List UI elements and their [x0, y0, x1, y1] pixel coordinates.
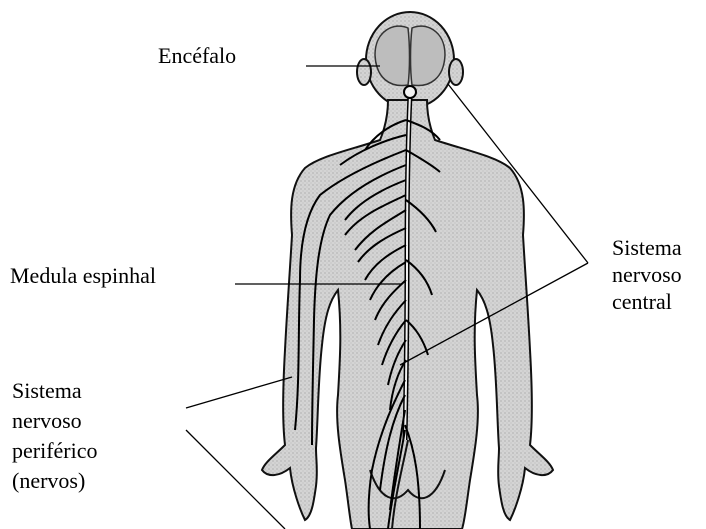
- snp-line-4: (nervos): [12, 466, 98, 496]
- snp-line-2: nervoso: [12, 406, 98, 436]
- snp-line-1: Sistema: [12, 376, 98, 406]
- snc-line-1: Sistema: [612, 234, 682, 261]
- snc-line-2: nervoso: [612, 261, 682, 288]
- snp-line-3: periférico: [12, 436, 98, 466]
- label-sistema-nervoso-central: Sistema nervoso central: [612, 234, 682, 315]
- label-medula-espinhal: Medula espinhal: [10, 262, 156, 289]
- label-sistema-nervoso-periferico: Sistema nervoso periférico (nervos): [12, 376, 98, 496]
- snp-leader-upper: [186, 377, 292, 408]
- snc-line-3: central: [612, 288, 682, 315]
- snp-leader-lower: [186, 430, 285, 529]
- label-encefalo: Encéfalo: [158, 42, 236, 69]
